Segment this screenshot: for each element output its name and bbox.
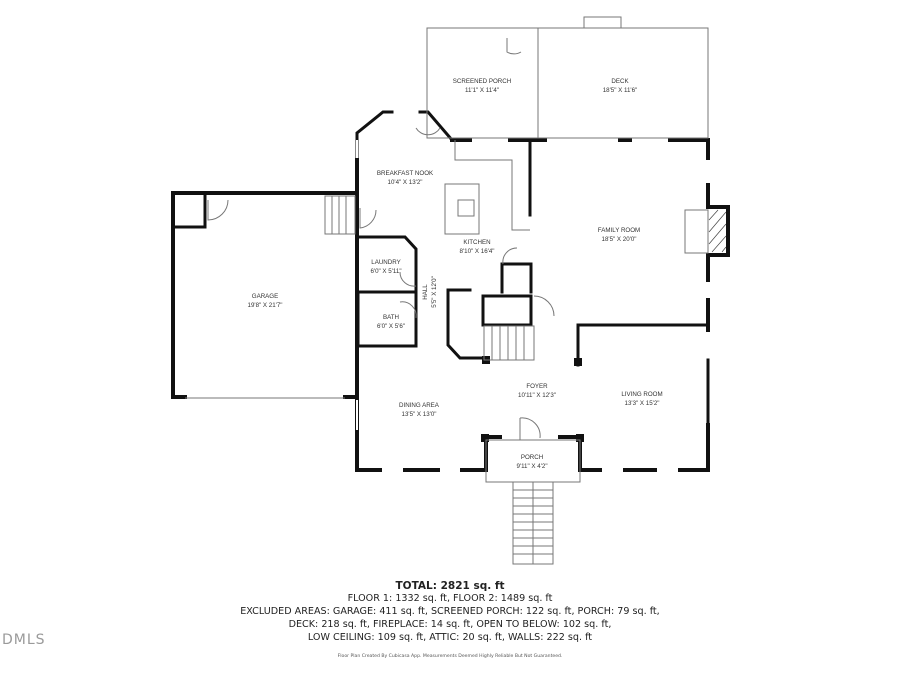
svg-text:BREAKFAST NOOK: BREAKFAST NOOK xyxy=(377,170,434,177)
svg-text:DECK: DECK xyxy=(611,78,629,85)
svg-text:6'0" X 5'6": 6'0" X 5'6" xyxy=(377,323,405,330)
svg-text:BATH: BATH xyxy=(383,314,399,321)
thin-lines xyxy=(185,16,709,565)
excluded-areas-line-1: EXCLUDED AREAS: GARAGE: 411 sq. ft, SCRE… xyxy=(240,606,660,617)
svg-text:18'5" X 20'0": 18'5" X 20'0" xyxy=(602,236,637,243)
credit-note: Floor Plan Created By Cubicasa App. Meas… xyxy=(337,654,563,659)
floor-areas: FLOOR 1: 1332 sq. ft, FLOOR 2: 1489 sq. … xyxy=(347,593,553,604)
svg-text:LAUNDRY: LAUNDRY xyxy=(371,259,400,266)
svg-text:10'4" X 13'2": 10'4" X 13'2" xyxy=(388,179,423,186)
svg-text:9'11" X 4'2": 9'11" X 4'2" xyxy=(516,463,547,470)
svg-text:FAMILY ROOM: FAMILY ROOM xyxy=(598,227,640,234)
svg-text:5'5" X 12'0": 5'5" X 12'0" xyxy=(431,276,438,308)
fireplace-icon xyxy=(708,209,727,253)
svg-text:LIVING ROOM: LIVING ROOM xyxy=(621,391,662,398)
svg-text:13'3" X 15'2": 13'3" X 15'2" xyxy=(625,400,660,407)
svg-text:8'10" X 16'4": 8'10" X 16'4" xyxy=(460,248,495,255)
exterior-walls xyxy=(171,110,730,472)
svg-text:SCREENED PORCH: SCREENED PORCH xyxy=(453,78,511,85)
excluded-areas-line-2: DECK: 218 sq. ft, FIREPLACE: 14 sq. ft, … xyxy=(288,619,612,630)
svg-text:18'5" X 11'6": 18'5" X 11'6" xyxy=(603,87,638,94)
svg-text:DINING AREA: DINING AREA xyxy=(399,402,440,409)
total-area: TOTAL: 2821 sq. ft xyxy=(395,580,505,592)
svg-text:11'1" X 11'4": 11'1" X 11'4" xyxy=(465,87,499,94)
svg-text:10'11" X 12'3": 10'11" X 12'3" xyxy=(518,392,556,399)
svg-text:6'0" X 5'11": 6'0" X 5'11" xyxy=(370,268,401,275)
svg-text:19'8" X 21'7": 19'8" X 21'7" xyxy=(248,302,283,309)
room-labels: SCREENED PORCH 11'1" X 11'4" DECK 18'5" … xyxy=(248,78,663,470)
room-name: SCREENED PORCH xyxy=(453,78,511,85)
excluded-areas-line-3: LOW CEILING: 109 sq. ft, ATTIC: 20 sq. f… xyxy=(307,632,593,643)
svg-text:GARAGE: GARAGE xyxy=(252,293,278,300)
svg-text:FOYER: FOYER xyxy=(526,383,548,390)
svg-text:PORCH: PORCH xyxy=(521,454,543,461)
watermark: DMLS xyxy=(2,632,46,648)
svg-text:KITCHEN: KITCHEN xyxy=(463,239,490,246)
svg-text:13'5" X 13'0": 13'5" X 13'0" xyxy=(402,411,437,418)
svg-text:HALL: HALL xyxy=(422,284,429,300)
